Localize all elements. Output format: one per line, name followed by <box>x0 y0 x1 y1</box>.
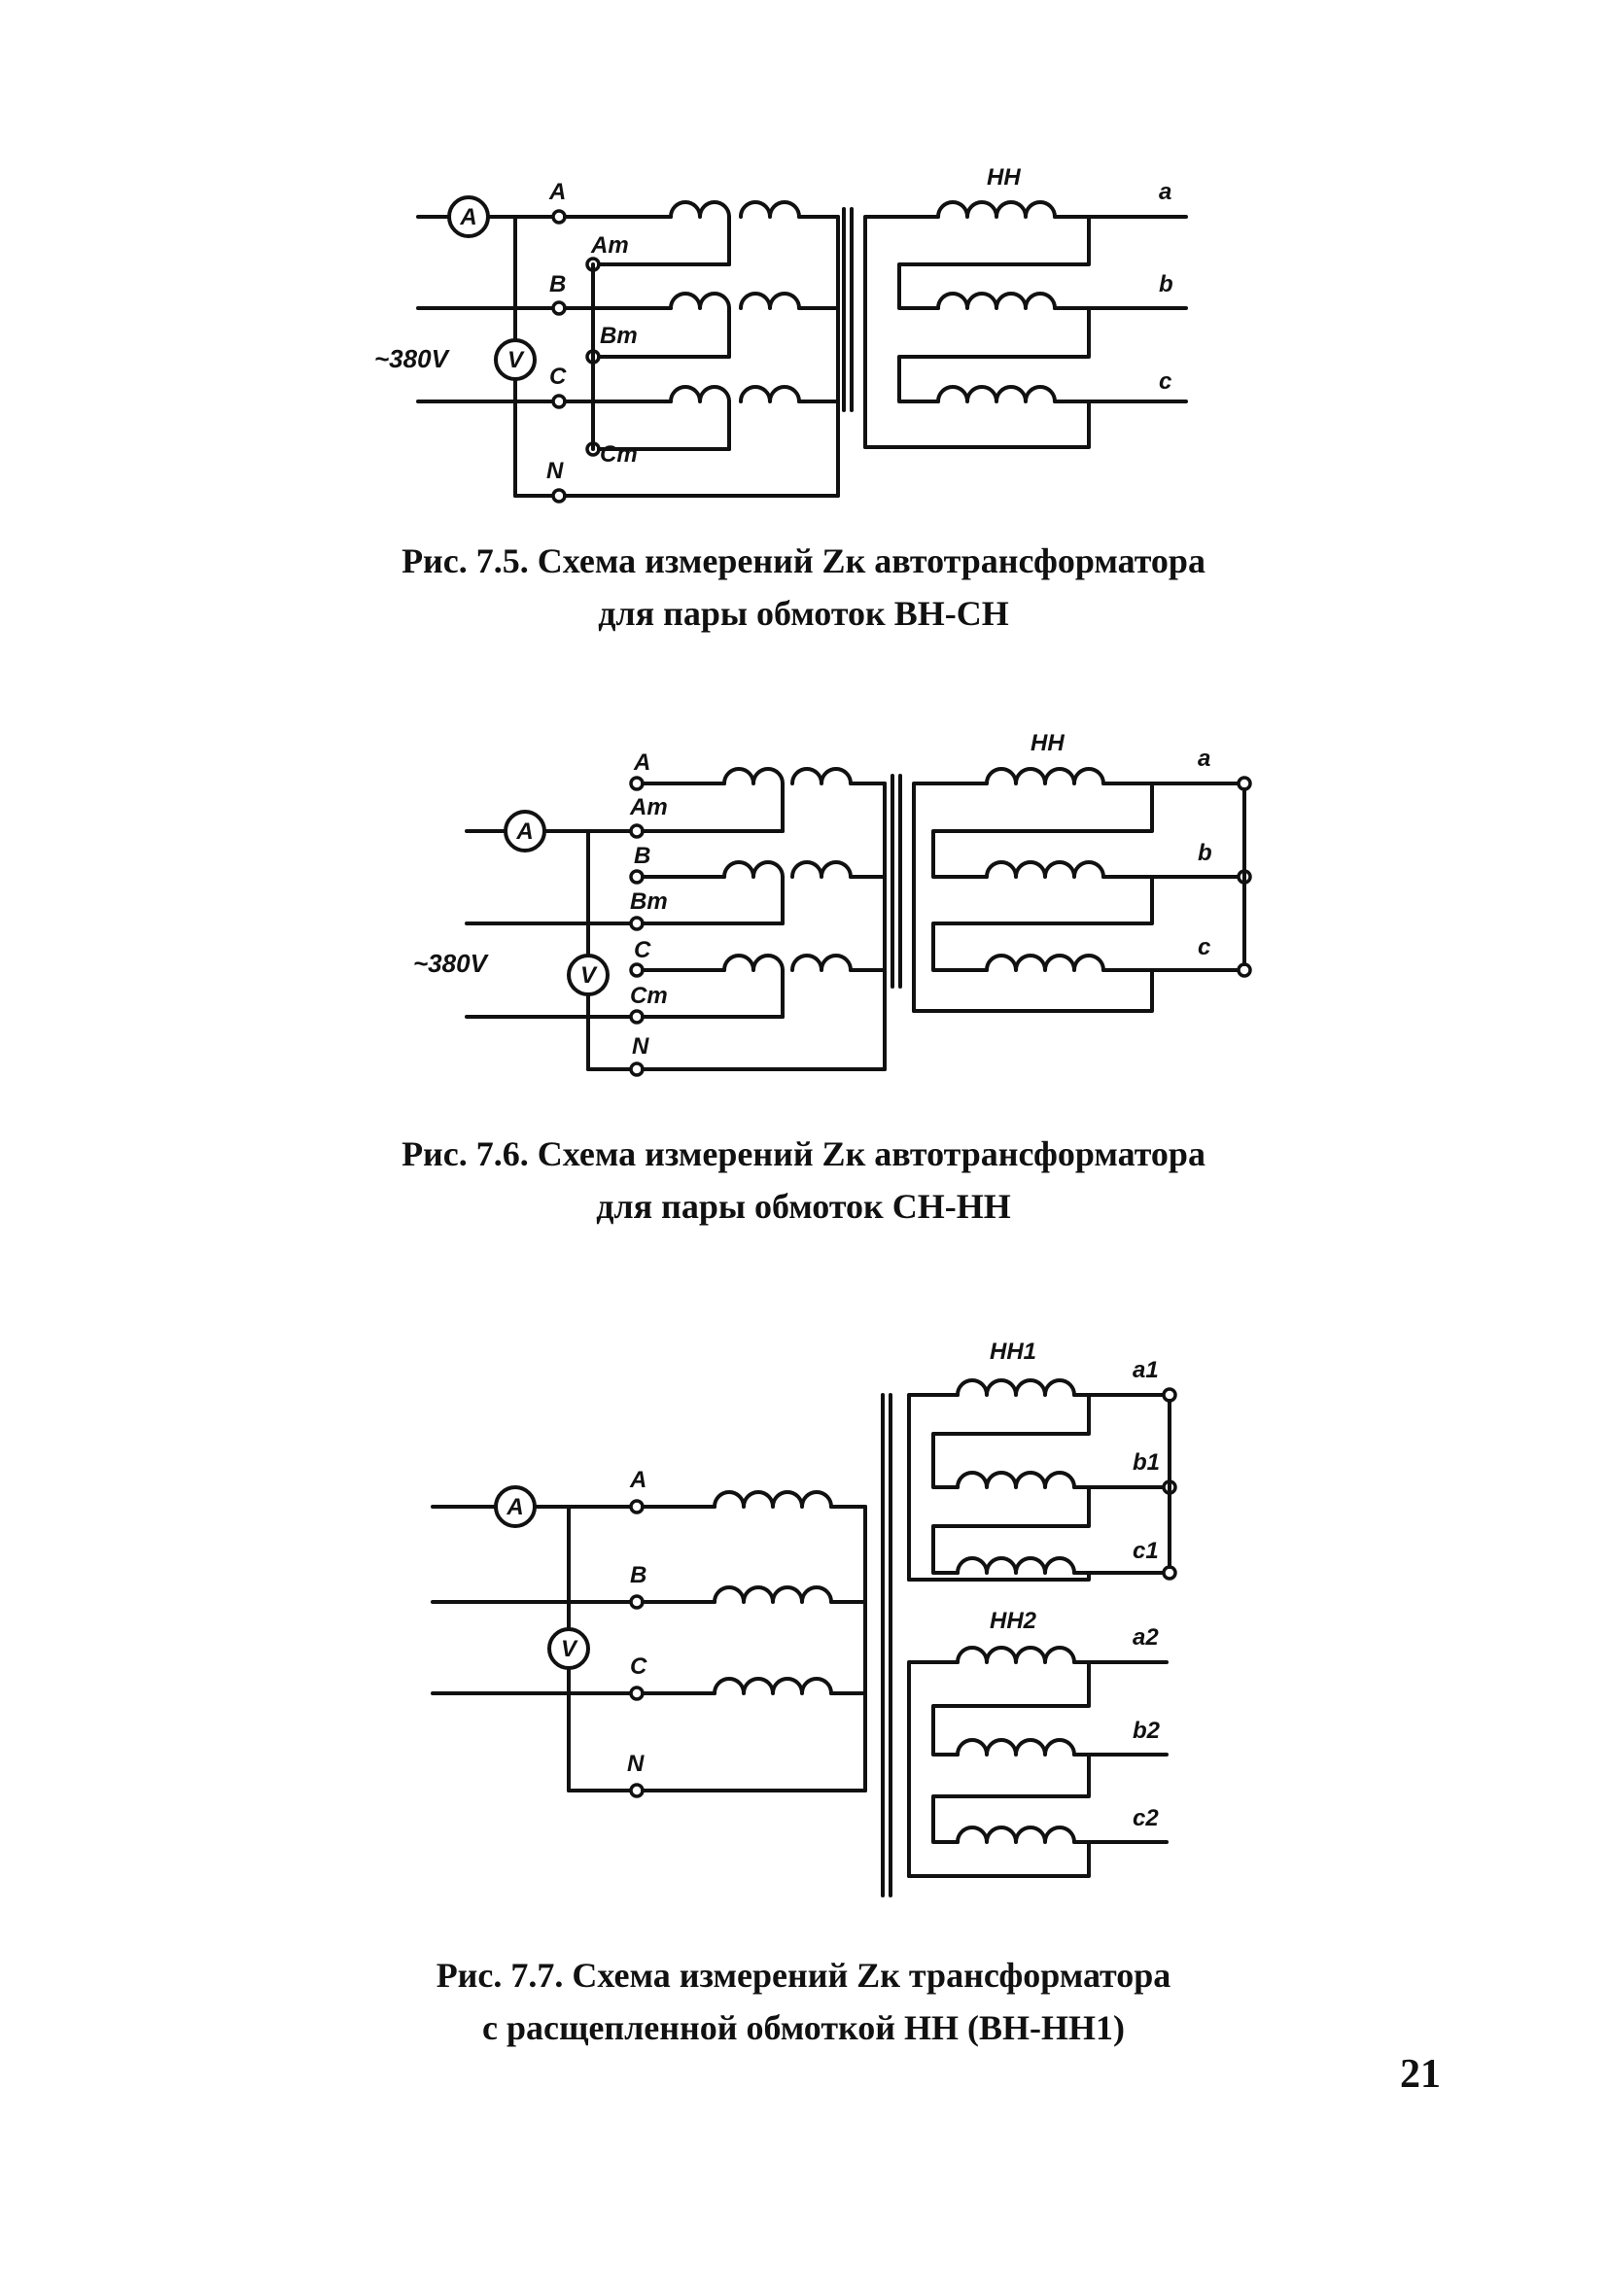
output2-b-label: b2 <box>1133 1718 1161 1744</box>
secondary1-title: НН1 <box>990 1339 1036 1365</box>
source-voltage-label: ~380V <box>413 949 490 978</box>
page-number: 21 <box>1400 2052 1441 2097</box>
primary-winding-c <box>563 385 840 451</box>
caption-fig-7-5: Рис. 7.5. Схема измерений Zк автотрансфо… <box>0 535 1607 640</box>
ammeter-icon <box>447 195 490 238</box>
output2-a-label: a2 <box>1133 1624 1159 1651</box>
caption-fig-7-6: Рис. 7.6. Схема измерений Zк автотрансфо… <box>0 1128 1607 1233</box>
tap-bm-label: Bm <box>600 323 638 349</box>
secondary-winding-b <box>931 860 1241 972</box>
terminal-b-label: B <box>549 271 566 297</box>
figure-7-6-diagram: A V ~380V A Am B Bm C Cm N НН <box>413 730 1252 1077</box>
voltmeter-icon <box>547 1627 590 1670</box>
secondary-winding-c <box>912 954 1241 1013</box>
caption-fig-7-7: Рис. 7.7. Схема измерений Zк трансформат… <box>0 1949 1607 2054</box>
voltmeter-label: V <box>580 962 598 989</box>
voltmeter-icon <box>567 954 610 996</box>
output2-c-label: c2 <box>1133 1805 1159 1831</box>
secondary2-winding-b <box>931 1738 1169 1844</box>
primary-winding-b <box>641 1585 867 1604</box>
ammeter-label: A <box>459 204 476 230</box>
terminal-a-label: A <box>629 1467 646 1493</box>
figure-7-5-diagram: A V ~380V A B C N Am Bm Cm <box>374 164 1188 504</box>
primary-winding-b <box>641 860 887 925</box>
terminal-b-label: B <box>630 1562 646 1588</box>
caption-line-1: Рис. 7.7. Схема измерений Zк трансформат… <box>436 1956 1171 1995</box>
output-a-label: a <box>1159 179 1171 205</box>
primary-winding-c <box>641 1677 867 1695</box>
caption-line-1: Рис. 7.6. Схема измерений Zк автотрансфо… <box>402 1134 1205 1173</box>
output1-a-label: a1 <box>1133 1357 1159 1383</box>
secondary-title: НН <box>1031 730 1065 756</box>
terminal-n-label: N <box>627 1751 645 1777</box>
ammeter-icon <box>494 1485 537 1528</box>
ammeter-icon <box>504 810 546 852</box>
output-c-label: c <box>1198 934 1210 960</box>
primary-winding-a <box>641 1490 867 1509</box>
tap-bm-label: Bm <box>630 888 668 915</box>
secondary-winding-a <box>863 200 1188 449</box>
tap-am-label: Am <box>629 794 668 820</box>
secondary2-winding-a <box>907 1646 1169 1878</box>
primary-winding-b <box>563 292 840 359</box>
primary-winding-a <box>641 767 887 833</box>
tap-cm-label: Cm <box>600 441 638 468</box>
figure-7-7-diagram: A V A B C N НН1 <box>431 1339 1177 1897</box>
primary-winding-a <box>563 200 840 266</box>
caption-line-1: Рис. 7.5. Схема измерений Zк автотрансфо… <box>402 541 1205 580</box>
ammeter-label: A <box>515 818 533 845</box>
caption-line-2: для пары обмоток СН-НН <box>596 1187 1011 1226</box>
primary-winding-c <box>641 954 887 1019</box>
ammeter-label: A <box>506 1494 523 1520</box>
tap-cm-label: Cm <box>630 983 668 1009</box>
secondary1-winding-a <box>907 1378 1169 1582</box>
secondary2-title: НН2 <box>990 1608 1037 1634</box>
output-c-label: c <box>1159 368 1171 395</box>
terminal-b-label: B <box>634 843 650 869</box>
voltmeter-label: V <box>561 1636 578 1662</box>
caption-line-2: с расщепленной обмоткой НН (ВН-НН1) <box>481 2008 1126 2047</box>
terminal-a-label: A <box>633 749 650 776</box>
output-a-label: a <box>1198 746 1210 772</box>
secondary1-winding-c <box>907 1556 1169 1582</box>
terminal-c-label: C <box>549 364 567 390</box>
terminal-c-label: C <box>634 937 651 963</box>
output1-b-label: b1 <box>1133 1449 1160 1476</box>
output-b-label: b <box>1198 840 1212 866</box>
secondary-winding-a <box>912 767 1241 1013</box>
secondary-title: НН <box>987 164 1021 191</box>
voltmeter-label: V <box>507 347 525 373</box>
terminal-n-label: N <box>546 458 564 484</box>
terminal-n-label: N <box>632 1033 649 1060</box>
voltmeter-icon <box>494 338 537 381</box>
secondary2-winding-c <box>907 1826 1169 1878</box>
secondary-winding-b <box>897 292 1188 403</box>
output1-c-label: c1 <box>1133 1538 1159 1564</box>
terminal-a-label: A <box>548 179 566 205</box>
secondary-winding-c <box>863 385 1188 449</box>
output-b-label: b <box>1159 271 1173 297</box>
secondary1-winding-b <box>931 1471 1169 1575</box>
tap-am-label: Am <box>590 232 629 259</box>
source-voltage-label: ~380V <box>374 344 451 373</box>
terminal-c-label: C <box>630 1653 647 1680</box>
caption-line-2: для пары обмоток ВН-СН <box>598 594 1009 633</box>
